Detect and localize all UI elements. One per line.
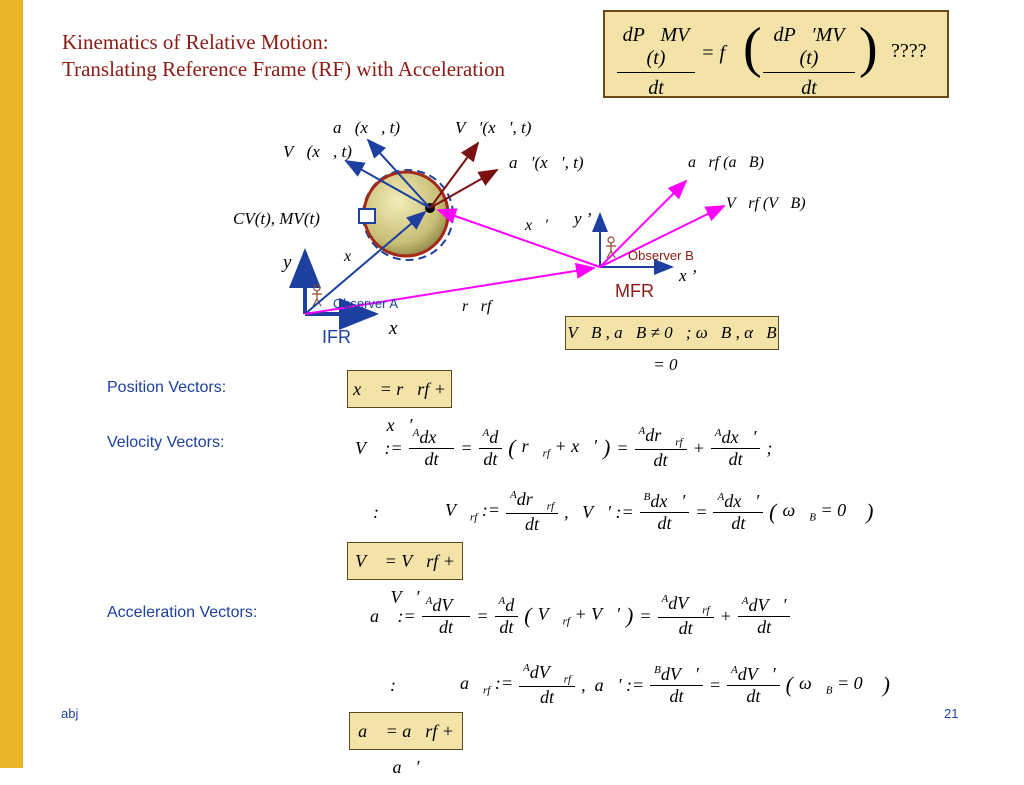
label-cv-mv: CV(t), MV(t) — [233, 209, 320, 228]
left-paren: ( — [743, 17, 762, 79]
label-a: a⃗(x⃗, t) — [333, 118, 401, 137]
label-x-axis: x — [389, 318, 398, 339]
colon-v: : — [373, 501, 379, 522]
accent-bar — [0, 0, 23, 768]
velocity-vector-V — [344, 160, 431, 209]
lhs-fraction: dP⃗MV (t) dt — [617, 24, 695, 100]
label-x-vector: x⃗ — [344, 248, 364, 265]
label-xprime-vector: x⃗′ — [525, 217, 549, 234]
label-Vrf: V⃗rf (V⃗B) — [726, 195, 806, 212]
frame-acceleration-arf — [599, 179, 688, 268]
frame-velocity-Vrf — [599, 205, 726, 268]
label-arf: a⃗rf (a⃗B) — [688, 154, 764, 171]
position-vector-rrf — [304, 262, 596, 315]
page-number: 21 — [944, 706, 959, 721]
acceleration-vector-a — [366, 138, 431, 209]
rhs-numerator: dP⃗′MV (t) — [763, 24, 855, 73]
lhs-numerator: dP⃗MV (t) — [617, 24, 695, 73]
moving-body — [362, 170, 450, 258]
label-yprime-axis: y ’ — [574, 209, 592, 228]
slide-title: Kinematics of Relative Motion: Translati… — [62, 29, 505, 83]
title-line-2: Translating Reference Frame (RF) with Ac… — [62, 57, 506, 81]
label-velocity-vectors: Velocity Vectors: — [107, 434, 225, 451]
label-acceleration-vectors: Acceleration Vectors: — [107, 604, 258, 621]
label-position-vectors: Position Vectors: — [107, 379, 227, 396]
velocity-vector-Vprime — [429, 141, 480, 209]
top-equation-box: dP⃗MV (t) dt = f ( dP⃗′MV (t) dt ) ???? — [603, 10, 949, 100]
label-observer-a: Observer A — [333, 296, 399, 311]
position-vector-x — [304, 210, 427, 315]
label-ifr: IFR — [322, 327, 351, 347]
acceleration-result-box: a⃗ = a⃗rf + a⃗′ — [349, 712, 463, 777]
acceleration-vector-aprime — [429, 169, 499, 209]
rhs-denominator: dt — [801, 77, 817, 99]
lhs-denominator: dt — [648, 77, 664, 99]
label-V: V⃗(x⃗, t) — [283, 142, 352, 161]
right-paren: ) — [859, 17, 878, 79]
label-aprime: a⃗′(x⃗′, t) — [509, 153, 584, 172]
label-xprime-axis: x ’ — [679, 266, 697, 285]
rhs-fraction: dP⃗′MV (t) dt — [763, 24, 855, 100]
position-equation-box: x⃗ = r⃗rf + x⃗′ — [347, 370, 452, 435]
frame-condition-box: V⃗B , a⃗B ≠ 0⃗; ω⃗B , α⃗B = 0⃗ — [565, 316, 779, 374]
label-y-axis: y — [283, 252, 292, 273]
label-mfr: MFR — [615, 281, 654, 301]
label-rrf: r⃗rf — [462, 298, 492, 315]
velocity-result-box: V⃗ = V⃗rf + V⃗′ — [347, 542, 463, 607]
relative-motion-diagram — [289, 138, 726, 330]
question-marks: ???? — [891, 40, 927, 62]
title-line-1: Kinematics of Relative Motion: — [62, 30, 329, 54]
label-observer-b: Observer B — [628, 248, 694, 263]
position-vector-xprime — [436, 208, 601, 268]
colon-a: : — [390, 674, 396, 695]
equals-f: = f — [701, 42, 726, 64]
footer-author: abj — [61, 706, 79, 721]
label-Vprime: V⃗′(x⃗′, t) — [455, 118, 532, 137]
cv-marker — [358, 208, 376, 224]
